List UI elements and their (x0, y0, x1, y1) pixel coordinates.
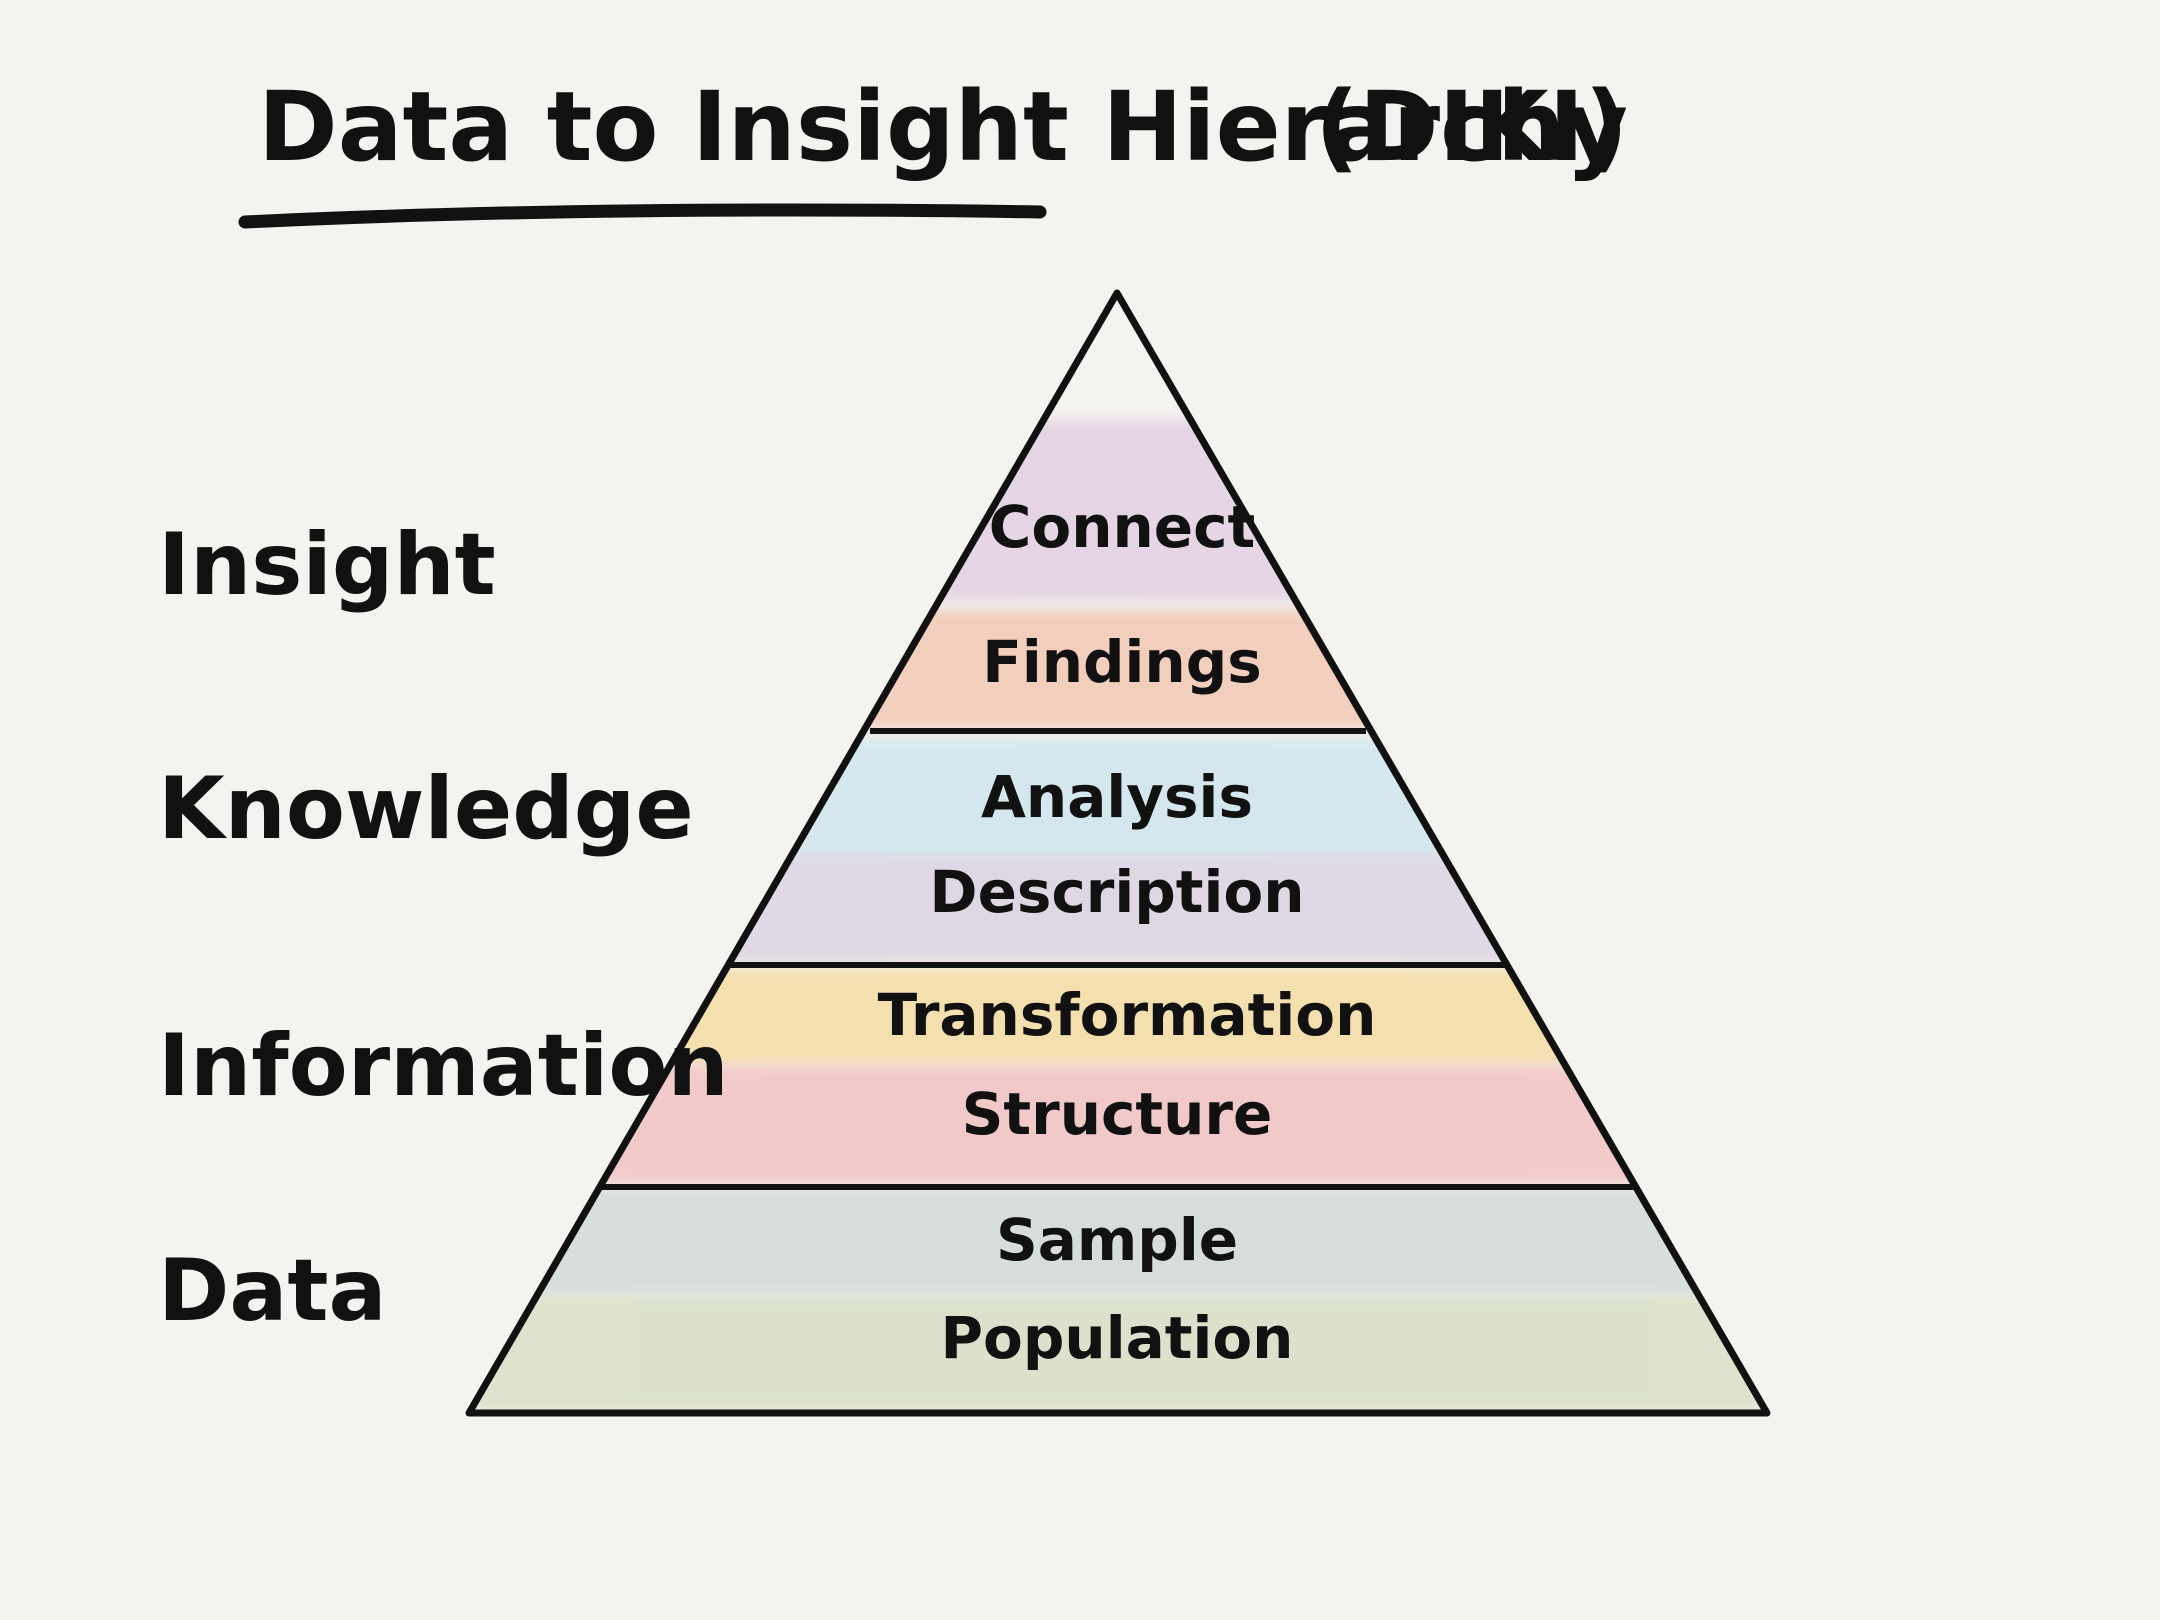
step-label-population: Population (941, 1304, 1294, 1372)
title-underline (238, 203, 1047, 229)
step-label-connect: Connect (989, 493, 1255, 561)
step-labels: Connect Findings Analysis Description Tr… (878, 493, 1377, 1372)
level-label-data: Data (158, 1241, 387, 1341)
level-label-knowledge: Knowledge (158, 759, 694, 859)
step-label-transformation: Transformation (878, 981, 1377, 1049)
step-label-structure: Structure (962, 1080, 1273, 1148)
step-label-description: Description (929, 858, 1304, 926)
diagram-title-suffix: (DIKI) (1315, 71, 1628, 183)
level-label-insight: Insight (158, 515, 496, 615)
pyramid-outline (465, 289, 1771, 1417)
band-population (469, 1295, 1767, 1410)
level-label-information: Information (158, 1016, 729, 1116)
step-label-analysis: Analysis (981, 763, 1253, 831)
level-labels: Insight Knowledge Information Data (158, 515, 729, 1341)
band-sample (469, 1190, 1767, 1295)
band-structure (469, 1065, 1767, 1184)
diagram-title: Data to Insight Hierarchy (258, 71, 1628, 183)
step-label-findings: Findings (982, 628, 1262, 696)
step-label-sample: Sample (996, 1206, 1238, 1274)
